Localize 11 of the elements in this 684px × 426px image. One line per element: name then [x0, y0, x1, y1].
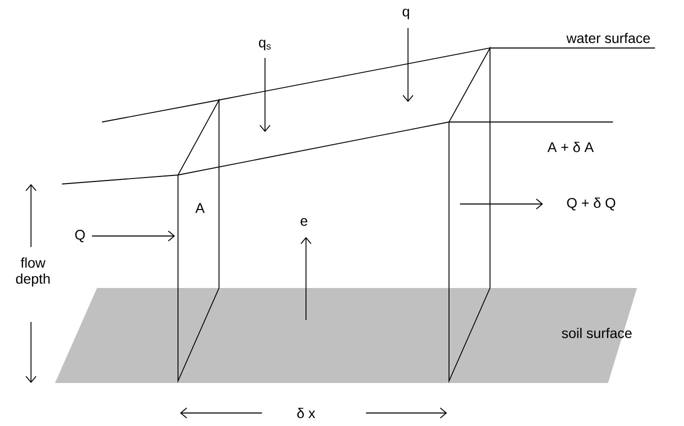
dimension-label: flow depth — [16, 257, 50, 287]
symbol-label: q$_{s}$ — [259, 40, 271, 50]
symbol-label: e — [300, 218, 308, 226]
symbol-label: Q — [75, 230, 85, 242]
symbol-label: Q + δ Q — [567, 198, 616, 210]
dimension-label: δ x — [297, 408, 316, 418]
surface-label: soil surface — [562, 328, 632, 338]
symbol-label: A + δ A — [548, 142, 594, 152]
surface-label: water surface — [566, 32, 650, 44]
symbol-label: A — [195, 203, 205, 213]
symbol-label: q — [402, 8, 410, 20]
